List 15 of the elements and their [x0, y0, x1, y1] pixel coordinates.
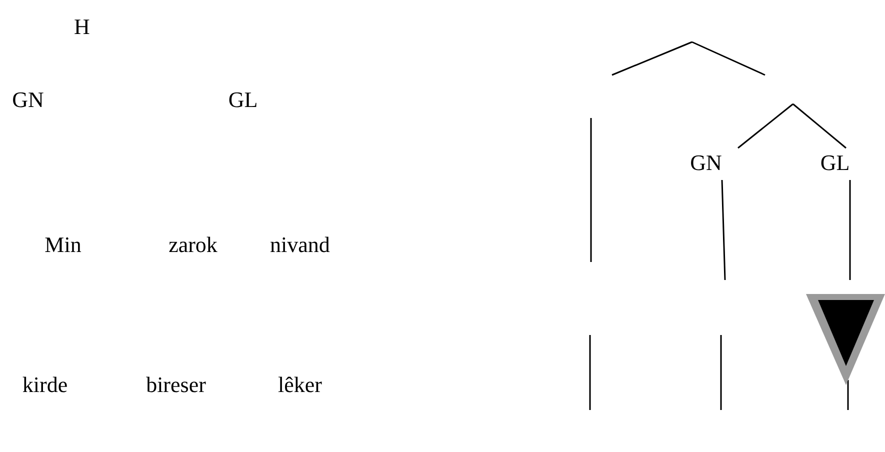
tree-label: nivand: [270, 234, 330, 256]
tree-label: H: [74, 16, 90, 38]
tree-label: lêker: [278, 374, 322, 396]
tree-node-label: GL: [820, 152, 850, 174]
branch-line: [792, 103, 846, 149]
tree-label: kirde: [22, 374, 68, 396]
branch-line: [738, 103, 794, 149]
tree-label: zarok: [168, 234, 218, 256]
tree-node-label: GN: [690, 152, 722, 174]
branch-line: [849, 180, 851, 280]
tree-label: GN: [12, 89, 44, 111]
tree-label: Min: [44, 234, 82, 256]
branch-line: [721, 180, 726, 280]
tree-label: bireser: [146, 374, 206, 396]
tree-label: GL: [228, 89, 258, 111]
